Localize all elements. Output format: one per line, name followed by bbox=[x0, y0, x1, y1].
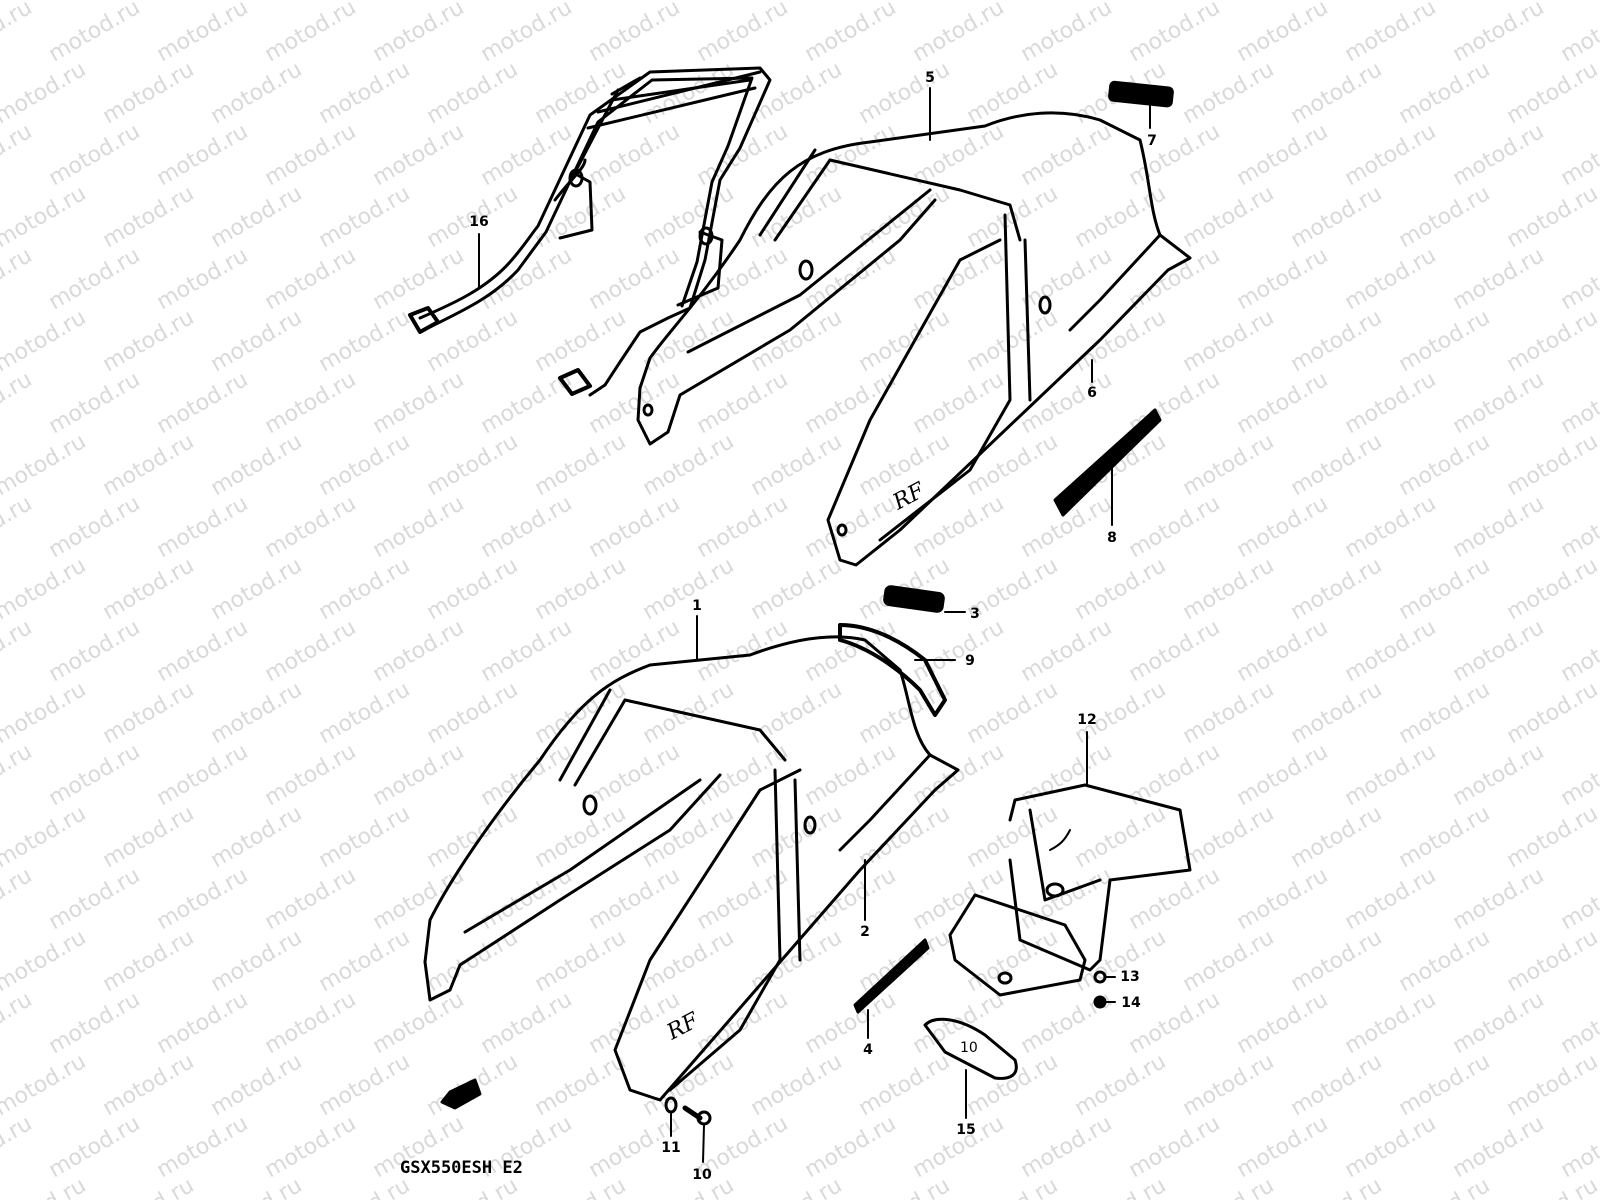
part-label-6: 6 bbox=[1087, 385, 1097, 401]
part-label-14: 14 bbox=[1121, 995, 1141, 1011]
part-label-16: 16 bbox=[469, 214, 489, 230]
stripe-tape-icon bbox=[853, 938, 930, 1039]
tail-lamp-box-icon bbox=[948, 731, 1192, 997]
name-emblem-icon bbox=[1053, 408, 1162, 526]
lower-tail-cowl-icon: RF bbox=[423, 615, 960, 1102]
part-label-5: 5 bbox=[925, 70, 935, 86]
part-label-3: 3 bbox=[970, 606, 980, 622]
nut-14-icon bbox=[1093, 995, 1116, 1009]
part-label-1: 1 bbox=[692, 598, 702, 614]
washer-11-icon bbox=[664, 1096, 678, 1137]
emblem-7-icon bbox=[1108, 80, 1174, 129]
part-label-13: 13 bbox=[1120, 969, 1140, 985]
reflector-cover-icon: 10 bbox=[923, 1017, 1018, 1119]
part-label-4: 4 bbox=[863, 1042, 873, 1058]
front-arrow-icon bbox=[440, 1078, 482, 1110]
part-label-8: 8 bbox=[1107, 530, 1117, 546]
part-label-10: 10 bbox=[692, 1167, 712, 1183]
svg-text:RF: RF bbox=[888, 478, 929, 516]
part-label-11: 11 bbox=[661, 1140, 681, 1156]
cushion-icon bbox=[838, 623, 956, 717]
diagram-title: GSX550ESH E2 bbox=[400, 1158, 523, 1178]
screw-10-icon bbox=[682, 1105, 712, 1163]
svg-text:RF: RF bbox=[662, 1008, 703, 1046]
part-label-12: 12 bbox=[1077, 712, 1097, 728]
part-label-2: 2 bbox=[860, 924, 870, 940]
emblem-3-icon bbox=[883, 585, 966, 613]
svg-text:10: 10 bbox=[960, 1040, 978, 1056]
part-label-9: 9 bbox=[965, 653, 975, 669]
part-label-15: 15 bbox=[956, 1122, 976, 1138]
part-label-7: 7 bbox=[1147, 133, 1157, 149]
rear-carrier-icon bbox=[408, 66, 772, 397]
washer-13-icon bbox=[1093, 970, 1116, 984]
